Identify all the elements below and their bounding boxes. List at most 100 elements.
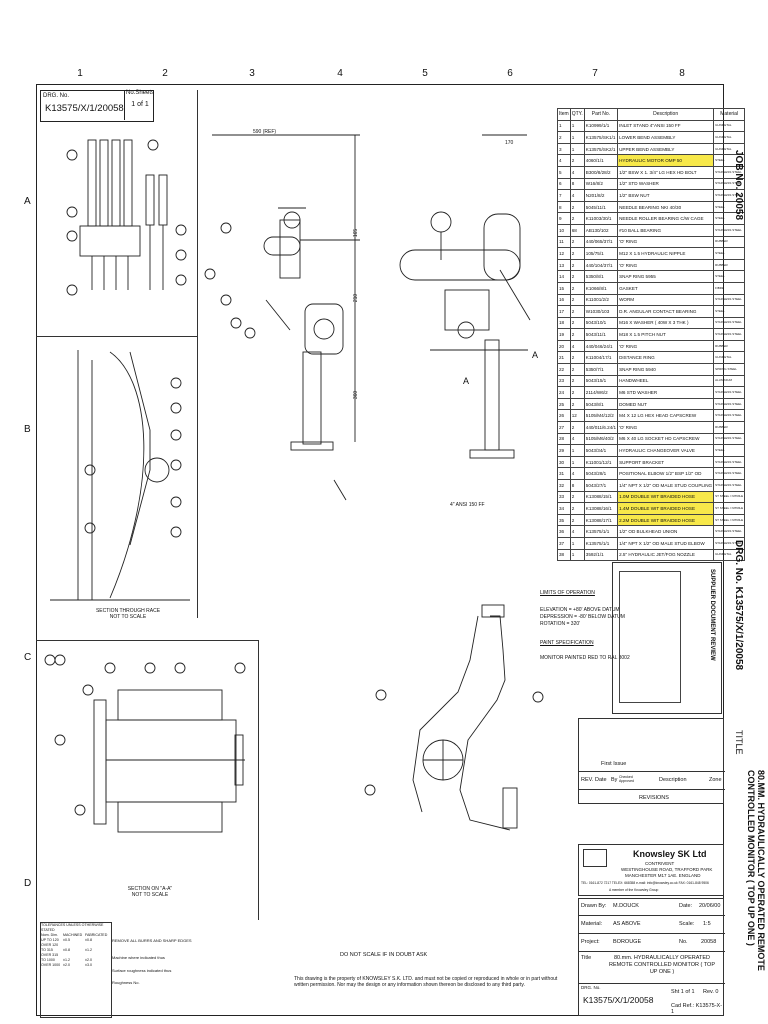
parts-cell-part: 5043/10/1 — [583, 316, 619, 330]
drg-number-box: DRG. No. K13575/X/1/20058 — [40, 90, 154, 122]
do-not-scale-note: DO NOT SCALE IF IN DOUBT ASK — [340, 952, 428, 958]
parts-cell-mat: GUNMETAL — [713, 548, 746, 562]
column-number: 3 — [249, 68, 255, 79]
date-value: 20/06/00 — [699, 903, 721, 909]
company-contact: TEL: 0161-872 7217 TELEX: 668358 e-mail:… — [581, 881, 709, 885]
parts-cell-qty: 2 — [569, 502, 585, 515]
parts-cell-item: 29 — [557, 444, 571, 457]
parts-cell-part: 5043/27/1 — [583, 479, 619, 492]
legend-cell: ±0.5 — [63, 938, 70, 942]
parts-cell-part: 440/104/37/1 — [583, 258, 619, 272]
supplier-review-stamp: SUPPLIER DOCUMENT REVIEW — [612, 562, 722, 714]
remove-burrs-note: REMOVE ALL BURRS AND SHARP EDGES — [112, 938, 192, 943]
parts-cell-part: N201/8/2 — [583, 189, 619, 202]
parts-cell-item: 35 — [557, 513, 571, 527]
flange-note: 4" ANSI 150 FF — [450, 502, 485, 508]
caption-title: SECTION ON "A-A" — [127, 886, 173, 892]
parts-cell-desc: SNAP RING 5955 — [617, 270, 715, 283]
first-issue: First Issue — [601, 761, 627, 767]
sheets-label: No.Sheets — [125, 90, 155, 96]
parts-cell-desc: POSITIONAL ELBOW 1/2" BSP 1/2" OD — [617, 467, 715, 480]
parts-cell-qty: 2 — [569, 212, 585, 225]
parts-header-cell: Item — [557, 108, 571, 121]
parts-cell-mat: STAINLESS STEEL — [713, 165, 746, 179]
parts-cell-part: 5105/M4/12/2 — [583, 409, 619, 423]
paint-line: MONITOR PAINTED RED TO RAL 3002 — [540, 655, 630, 661]
parts-cell-item: 15 — [557, 281, 571, 295]
parts-cell-item: 30 — [557, 455, 571, 469]
parts-cell-mat: STAINLESS STEEL — [713, 293, 746, 307]
parts-cell-part: 5043/15/1 — [583, 374, 619, 388]
parts-cell-part: 5105/M6/40/2 — [583, 432, 619, 446]
parts-cell-qty: 8 — [569, 177, 585, 191]
parts-cell-part: K13575/SK1/1 — [583, 131, 619, 144]
column-number: 6 — [507, 68, 513, 79]
parts-cell-part: K11001/2/2 — [583, 293, 619, 307]
parts-cell-qty: 4 — [569, 432, 585, 446]
parts-cell-mat: SPRING STEEL — [713, 363, 746, 376]
parts-cell-desc: 'O' RING — [617, 339, 715, 353]
revisions-heading: REVISIONS — [639, 795, 669, 801]
parts-cell-part: K13088/17/1 — [583, 513, 619, 527]
stamp-title: SUPPLIER DOCUMENT REVIEW — [709, 569, 715, 661]
parts-cell-qty: 2 — [569, 513, 585, 527]
parts-cell-mat: STAINLESS STEEL — [713, 177, 746, 191]
sheets-value: 1 of 1 — [131, 101, 149, 108]
divider — [579, 933, 725, 934]
parts-cell-desc: M16 X WASHER ( 40W X 3 THK ) — [617, 316, 715, 330]
parts-cell-desc: 1/2" STD WASHER — [617, 177, 715, 191]
parts-cell-mat: RUBBER — [713, 258, 746, 272]
parts-cell-desc: M4 X 12 LG HEX HEAD CAPSCREW — [617, 409, 715, 423]
parts-cell-qty: 2 — [569, 293, 585, 307]
legend-col-head: FABRICATED — [85, 933, 108, 937]
column-number: 2 — [162, 68, 168, 79]
parts-cell-desc: NEEDLE ROLLER BEARING C/W CAGE — [617, 212, 715, 225]
parts-cell-qty: 4 — [569, 467, 585, 480]
parts-cell-qty: 2 — [569, 397, 585, 411]
parts-cell-part: K13575/SK2/1 — [583, 142, 619, 156]
side-elevation-view — [204, 134, 360, 501]
parts-cell-qty: 2 — [569, 351, 585, 365]
parts-cell-part: 5350/8/1 — [583, 270, 619, 283]
parts-cell-mat: STEEL — [713, 444, 746, 457]
parts-cell-desc: M18 X 1.5 PITCH NUT — [617, 328, 715, 341]
parts-cell-desc: HYDRAULIC MOTOR OMP 50 — [617, 154, 715, 167]
parts-cell-mat: STAINLESS STEEL — [713, 223, 746, 237]
parts-cell-qty: 2 — [569, 328, 585, 341]
caption-scale: NOT TO SCALE — [109, 614, 147, 620]
parts-cell-mat: GUNMETAL — [713, 119, 746, 133]
legend-cell: ±2.0 — [85, 958, 92, 962]
race-section-view — [50, 350, 190, 601]
tolerance-legend: TOLERANCES UNLESS OTHERWISE STATED Nom. … — [40, 922, 112, 1018]
drg-no-label: DRG. No. — [581, 985, 601, 990]
parts-cell-qty: 2 — [569, 154, 585, 167]
parts-cell-qty: 2 — [569, 200, 585, 214]
divider — [36, 640, 258, 641]
parts-cell-mat: STEEL — [713, 305, 746, 318]
parts-cell-qty: 2 — [569, 247, 585, 260]
section-aa-view — [44, 654, 246, 833]
parts-cell-qty: 4 — [569, 339, 585, 353]
company-sub: CONTRIVENT — [645, 861, 675, 866]
copyright-note: This drawing is the property of KNOWSLEY… — [294, 976, 558, 988]
dim-170: 170 — [505, 140, 514, 146]
legend-row: OVER 315 TO 1000±1.2±2.0 — [41, 953, 111, 963]
parts-cell-part: 5043/28/1 — [583, 467, 619, 480]
parts-cell-qty: 4 — [569, 189, 585, 202]
parts-cell-item: 2 — [557, 131, 571, 144]
divider — [579, 789, 725, 790]
material-label: Material: — [581, 921, 603, 927]
date-col-label: Date — [595, 777, 607, 783]
